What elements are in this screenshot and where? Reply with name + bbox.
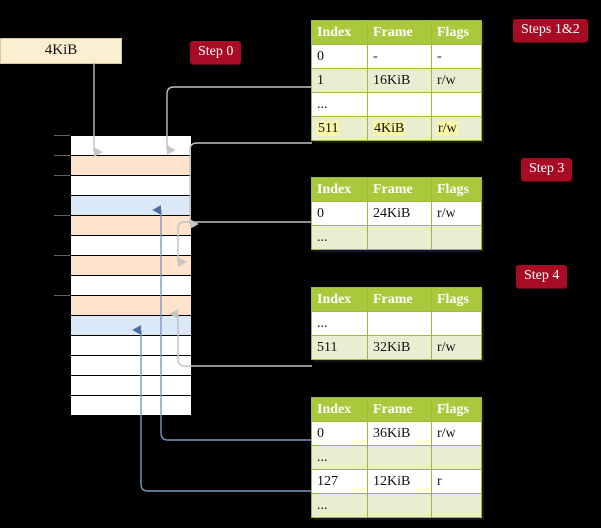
cell-flags: r/w	[431, 201, 482, 226]
table-row: ...	[311, 225, 482, 250]
cell-frame: 32KiB	[367, 335, 432, 360]
column-header-flags: Flags	[431, 397, 482, 422]
highlighted-value: r/w	[437, 121, 458, 136]
column-header-index: Index	[311, 287, 368, 312]
cell-flags: r	[431, 469, 482, 494]
memory-tick	[54, 175, 70, 176]
cell-flags: r/w	[431, 116, 482, 141]
cell-index: 0	[311, 201, 368, 226]
memory-frame-row	[71, 156, 191, 176]
cell-index: ...	[311, 493, 368, 518]
column-header-index: Index	[311, 20, 368, 45]
memory-frame-row	[71, 336, 191, 356]
cell-frame: 16KiB	[367, 68, 432, 93]
cell-index: 0	[311, 44, 368, 69]
cell-index: 127	[311, 469, 368, 494]
cell-index: 1	[311, 68, 368, 93]
cell-index: 511	[311, 335, 368, 360]
cell-frame: 12KiB	[367, 469, 432, 494]
memory-frame-row	[71, 376, 191, 396]
cell-frame	[367, 92, 432, 117]
column-header-index: Index	[311, 397, 368, 422]
cell-frame: 36KiB	[367, 421, 432, 446]
page-box-4kib: 4KiB	[0, 38, 122, 64]
cell-flags	[431, 445, 482, 470]
cell-flags: r/w	[431, 68, 482, 93]
column-header-flags: Flags	[431, 177, 482, 202]
cell-flags: r/w	[431, 335, 482, 360]
memory-frame-row	[71, 296, 191, 316]
badge-step-4: Step 4	[516, 265, 568, 288]
cell-flags	[431, 493, 482, 518]
cell-index: 511	[311, 116, 368, 141]
cell-frame: 24KiB	[367, 201, 432, 226]
cell-index: ...	[311, 225, 368, 250]
column-header-frame: Frame	[367, 177, 432, 202]
physical-memory-column	[70, 135, 191, 416]
cell-index: ...	[311, 311, 368, 336]
column-header-frame: Frame	[367, 397, 432, 422]
cell-index: ...	[311, 445, 368, 470]
table-row: ...	[311, 493, 482, 518]
column-header-flags: Flags	[431, 20, 482, 45]
memory-frame-row	[71, 236, 191, 256]
table-row: ...	[311, 92, 482, 117]
column-header-frame: Frame	[367, 287, 432, 312]
column-header-flags: Flags	[431, 287, 482, 312]
highlighted-value: 4KiB	[373, 121, 406, 136]
memory-frame-row	[71, 396, 191, 416]
badge-steps-1-2: Steps 1&2	[513, 19, 588, 42]
memory-frame-row	[71, 196, 191, 216]
table-row: ...	[311, 311, 482, 336]
cell-frame	[367, 445, 432, 470]
cell-frame: 4KiB	[367, 116, 432, 141]
table-row: ...	[311, 445, 482, 470]
cell-frame: -	[367, 44, 432, 69]
memory-frame-row	[71, 276, 191, 296]
cell-flags: r/w	[431, 421, 482, 446]
memory-tick	[54, 135, 70, 136]
memory-tick	[54, 295, 70, 296]
table-row: 0--	[311, 44, 482, 69]
column-header-frame: Frame	[367, 20, 432, 45]
memory-tick	[54, 255, 70, 256]
memory-frame-row	[71, 216, 191, 236]
cell-index: 0	[311, 421, 368, 446]
highlighted-value: 511	[317, 121, 340, 136]
badge-step-0: Step 0	[190, 41, 242, 64]
column-header-index: Index	[311, 177, 368, 202]
cell-flags	[431, 92, 482, 117]
page-box-label: 4KiB	[44, 42, 78, 58]
memory-frame-row	[71, 176, 191, 196]
table-row: 511 4KiB r/w	[311, 116, 482, 141]
cell-frame	[367, 311, 432, 336]
cell-index: ...	[311, 92, 368, 117]
cell-flags	[431, 225, 482, 250]
cell-flags: -	[431, 44, 482, 69]
badge-step-3: Step 3	[521, 158, 573, 181]
cell-flags	[431, 311, 482, 336]
cell-frame	[367, 225, 432, 250]
memory-tick	[54, 155, 70, 156]
memory-tick	[54, 215, 70, 216]
memory-frame-row	[71, 256, 191, 276]
memory-frame-row	[71, 136, 191, 156]
memory-frame-row	[71, 356, 191, 376]
cell-frame	[367, 493, 432, 518]
memory-frame-row	[71, 316, 191, 336]
